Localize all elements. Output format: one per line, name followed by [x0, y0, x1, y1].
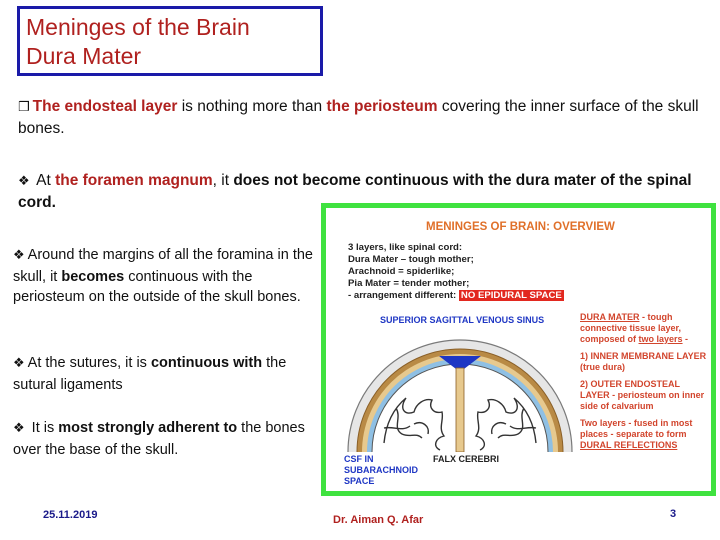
- dura-mater-note: DURA MATER - tough connective tissue lay…: [580, 312, 689, 344]
- footer-date: 25.11.2019: [43, 509, 98, 521]
- figure-dura-notes: DURA MATER - tough connective tissue lay…: [580, 312, 710, 457]
- title-box: Meninges of the Brain Dura Mater: [17, 6, 323, 76]
- bullet-foramen-magnum: ❖ At the foramen magnum, it does not bec…: [18, 172, 692, 211]
- figure-layers-line: 3 layers, like spinal cord:: [348, 242, 463, 253]
- sss-label: SUPERIOR SAGITTAL VENOUS SINUS: [380, 315, 545, 325]
- figure-layers-line: Dura Mater – tough mother;: [348, 254, 474, 265]
- csf-label: CSF IN SUBARACHNOID SPACE: [344, 454, 418, 486]
- meninges-figure: MENINGES OF BRAIN: OVERVIEW 3 layers, li…: [321, 203, 716, 496]
- figure-layers-line: - arrangement different: NO EPIDURAL SPA…: [348, 290, 564, 301]
- bullet-diamond-icon: ❖: [13, 356, 25, 371]
- bullet-endosteal-layer: ❒The endosteal layer is nothing more tha…: [18, 98, 699, 137]
- falx-cerebri-label: FALX CEREBRI: [433, 454, 500, 464]
- page-title: Meninges of the Brain: [26, 14, 250, 40]
- figure-layers-list: 3 layers, like spinal cord: Dura Mater –…: [348, 242, 564, 302]
- no-epidural-badge: NO EPIDURAL SPACE: [458, 290, 564, 301]
- bullet-foramina-margins: ❖Around the margins of all the foramina …: [13, 247, 313, 305]
- bullet-diamond-icon: ❖: [13, 248, 25, 263]
- bullet-diamond-icon: ❖: [18, 174, 30, 189]
- bullet-square-icon: ❒: [18, 100, 30, 115]
- figure-layers-line: Arachnoid = spiderlike;: [348, 266, 455, 277]
- bullet-base-of-skull: ❖ It is most strongly adherent to the bo…: [13, 420, 305, 458]
- inner-layer-note: 1) INNER MEMBRANE LAYER (true dura): [580, 351, 707, 372]
- figure-layers-line: Pia Mater = tender mother;: [348, 278, 470, 289]
- footer-author: Dr. Aiman Q. Afar: [333, 514, 424, 526]
- figure-title: MENINGES OF BRAIN: OVERVIEW: [426, 221, 615, 233]
- bullet-sutures: ❖At the sutures, it is continuous with t…: [13, 355, 287, 393]
- brain-illustration: [347, 339, 573, 452]
- fused-layers-note: Two layers - fused in most places - sepa…: [580, 418, 693, 450]
- page-number: 3: [670, 508, 677, 520]
- outer-layer-note: 2) OUTER ENDOSTEAL LAYER - periosteum on…: [580, 379, 705, 411]
- page-subtitle: Dura Mater: [26, 43, 142, 69]
- bullet-diamond-icon: ❖: [13, 421, 25, 436]
